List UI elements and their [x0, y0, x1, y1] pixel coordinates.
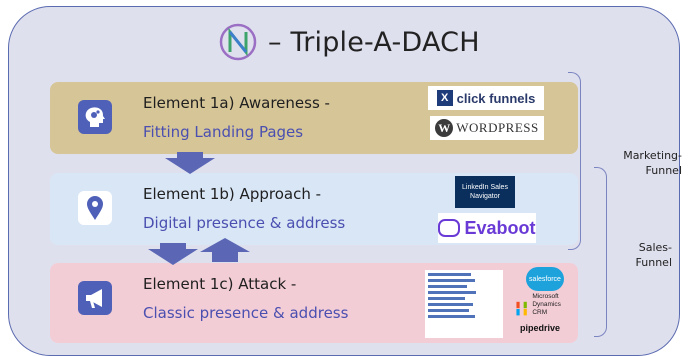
- clickfunnels-label: click funnels: [456, 90, 536, 106]
- linkedin-sales-navigator-logo: LinkedIn Sales Navigator: [455, 176, 515, 208]
- microsoft-dynamics-logo: Microsoft Dynamics CRM: [516, 293, 572, 316]
- pipedrive-label: pipedrive: [520, 323, 561, 333]
- element-subtitle: Fitting Landing Pages: [143, 123, 304, 141]
- pipedrive-logo: pipedrive: [520, 321, 560, 335]
- marketing-funnel-label: Marketing- Funnel: [623, 149, 682, 177]
- n-logo-icon: [219, 23, 257, 61]
- evaboot-logo: Evaboot: [438, 213, 536, 243]
- attack-card: Element 1c) Attack - Classic presence & …: [50, 263, 578, 343]
- arrow-down-1: [165, 152, 215, 174]
- arrow-up: [200, 238, 250, 262]
- marketing-funnel-bracket: [568, 72, 581, 250]
- salesforce-logo: salesforce: [526, 267, 564, 291]
- sales-funnel-bracket: [594, 167, 607, 337]
- microsoft-dynamics-label: Microsoft Dynamics CRM: [532, 293, 561, 316]
- arrow-down-2: [148, 243, 198, 265]
- megaphone-icon: [78, 281, 112, 315]
- element-subtitle: Classic presence & address: [143, 304, 349, 322]
- page-title: – Triple-A-DACH: [268, 26, 480, 58]
- pipeline-document-thumbnail: [425, 270, 503, 338]
- salesforce-label: salesforce: [529, 275, 561, 283]
- approach-card: Element 1b) Approach - Digital presence …: [50, 173, 578, 245]
- awareness-card: Element 1a) Awareness - Fitting Landing …: [50, 82, 578, 154]
- element-subtitle: Digital presence & address: [143, 214, 346, 232]
- element-title: Element 1a) Awareness -: [143, 94, 330, 112]
- linkedin-label: LinkedIn Sales Navigator: [462, 184, 508, 200]
- element-title: Element 1b) Approach -: [143, 185, 322, 203]
- location-pin-icon: [78, 191, 112, 225]
- wordpress-label: WordPress: [456, 120, 539, 135]
- header: – Triple-A-DACH: [218, 22, 480, 62]
- sales-funnel-label: Sales- Funnel: [635, 241, 672, 269]
- head-gears-icon: [78, 100, 112, 134]
- evaboot-label: Evaboot: [464, 217, 536, 238]
- element-title: Element 1c) Attack -: [143, 275, 297, 293]
- clickfunnels-logo: X click funnels: [428, 86, 544, 110]
- wordpress-logo: W WordPress: [430, 116, 544, 140]
